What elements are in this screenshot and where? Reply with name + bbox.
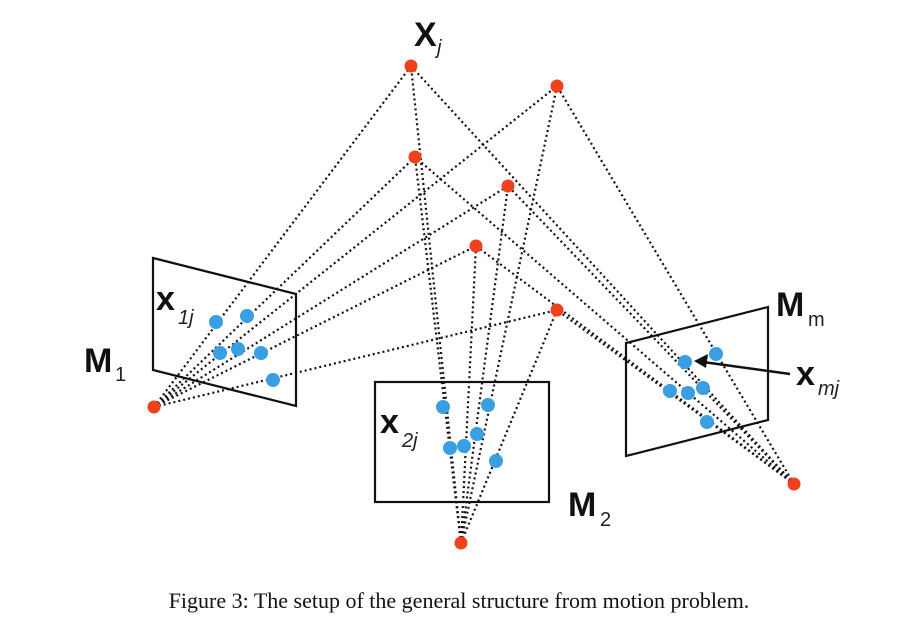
image-points	[209, 309, 723, 468]
image-point-10	[470, 427, 484, 441]
image-point-15	[681, 386, 695, 400]
camera-m2-label: M	[568, 486, 596, 524]
ray-c1-p1	[459, 85, 559, 544]
projection-x2j-subscript: 2j	[401, 430, 418, 452]
world-point-0	[404, 59, 418, 73]
projection-rays	[153, 65, 795, 544]
camera-m1-label: M	[84, 342, 112, 380]
image-point-5	[266, 373, 280, 387]
ray-c2-p3	[507, 185, 795, 485]
ray-c2-p2	[414, 156, 795, 485]
world-point-2	[408, 150, 422, 164]
image-point-4	[254, 346, 268, 360]
image-point-14	[663, 384, 677, 398]
camera-mm-label: M	[776, 286, 804, 324]
image-point-7	[481, 398, 495, 412]
projection-x2j-label: x	[380, 403, 399, 441]
camera-center-0	[147, 400, 161, 414]
ray-c2-p4	[475, 245, 795, 485]
image-point-13	[709, 347, 723, 361]
world-point-5	[550, 303, 564, 317]
ray-c0-p0	[153, 65, 412, 408]
world-points	[147, 59, 801, 550]
projection-x1j-label: x	[156, 280, 175, 318]
point-xj-label: X	[414, 16, 437, 54]
projection-x1j-subscript: 1j	[178, 307, 194, 329]
camera-m1-subscript: 1	[115, 364, 126, 386]
camera-center-1	[454, 536, 468, 550]
camera-m2-subscript: 2	[600, 509, 611, 531]
ray-c0-p2	[153, 156, 416, 408]
image-point-6	[436, 400, 450, 414]
xmj-arrow	[702, 360, 791, 376]
world-point-1	[550, 79, 564, 93]
image-point-11	[489, 454, 503, 468]
ray-c0-p4	[153, 245, 477, 408]
image-point-17	[700, 415, 714, 429]
sfm-diagram: X j M 1 M 2 M m x 1j x 2j x mj	[84, 16, 840, 550]
projection-xmj-subscript: mj	[818, 378, 840, 400]
ray-c0-p1	[153, 85, 558, 408]
image-plane-m	[624, 305, 770, 458]
xmj-arrowhead	[694, 354, 708, 368]
image-point-1	[240, 309, 254, 323]
camera-mm-subscript: m	[808, 309, 825, 331]
image-point-3	[231, 342, 245, 356]
projection-xmj-label: x	[796, 355, 815, 393]
image-point-12	[678, 355, 692, 369]
world-point-3	[501, 179, 515, 193]
ray-c0-p3	[153, 185, 509, 408]
image-point-2	[213, 346, 227, 360]
ray-c1-p5	[459, 309, 559, 544]
image-point-0	[209, 315, 223, 329]
ray-c2-p1	[556, 85, 795, 485]
image-point-8	[443, 441, 457, 455]
figure-caption: Figure 3: The setup of the general struc…	[168, 588, 750, 613]
ray-c0-p5	[153, 308, 558, 409]
ray-c1-p4	[459, 245, 478, 544]
camera-center-2	[787, 477, 801, 491]
world-point-4	[469, 239, 483, 253]
ray-c2-p5	[556, 309, 795, 485]
ray-c1-p3	[459, 185, 510, 544]
ray-c1-p2	[413, 156, 463, 544]
point-xj-subscript: j	[434, 37, 442, 59]
image-point-9	[457, 439, 471, 453]
ray-c2-p0	[410, 65, 795, 485]
image-point-16	[696, 381, 710, 395]
